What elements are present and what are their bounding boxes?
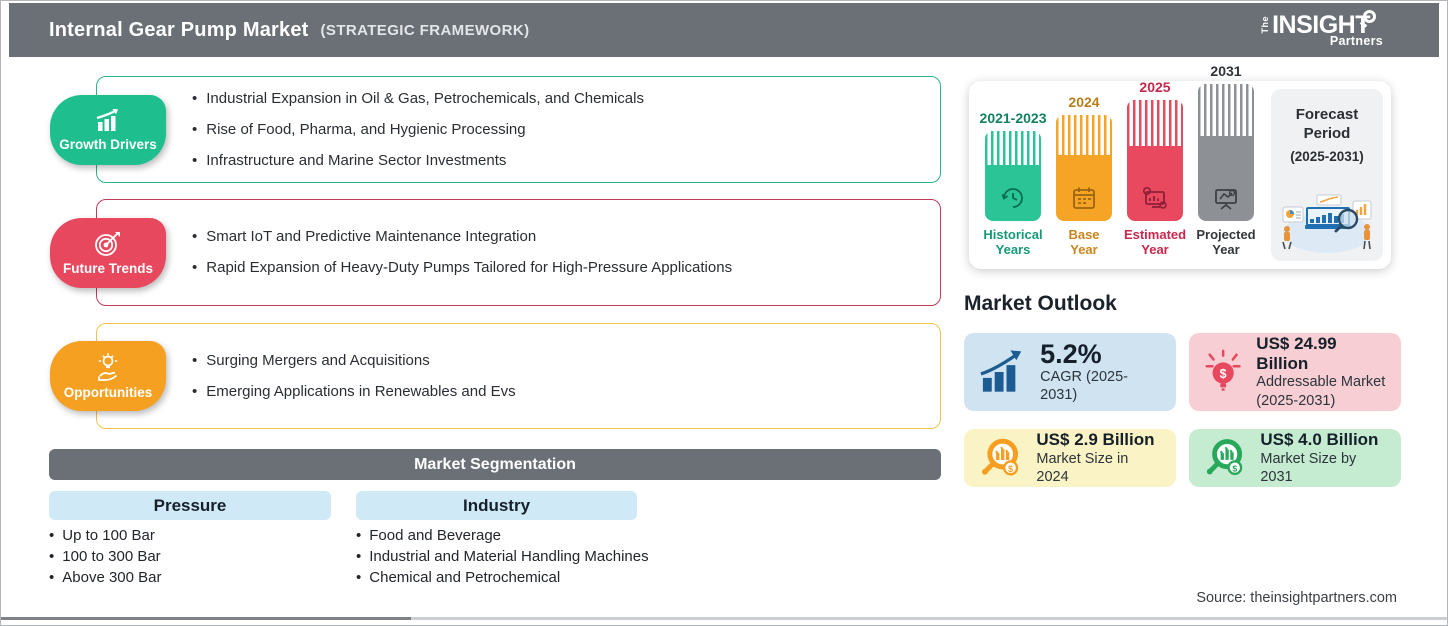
- forecast-period-panel: Forecast Period (2025-2031): [1271, 89, 1383, 261]
- industry-item: Food and Beverage: [356, 525, 686, 546]
- market-size-2024-value: US$ 2.9 Billion: [1036, 430, 1155, 450]
- opportunities-pill: Opportunities: [50, 341, 166, 411]
- opportunities-label: Opportunities: [63, 385, 153, 400]
- segment-header-industry: Industry: [356, 491, 637, 520]
- market-size-2031-card: $ US$ 4.0 Billion Market Size by 2031: [1189, 429, 1401, 487]
- svg-text:$: $: [1220, 367, 1227, 381]
- addressable-market-value: US$ 24.99 Billion: [1256, 334, 1337, 373]
- opportunity-item: Emerging Applications in Renewables and …: [192, 383, 940, 401]
- timeline-base-column: 2024 Base Year: [1056, 94, 1112, 257]
- bar-chart-growth-icon: [96, 108, 118, 131]
- history-clock-icon: [1001, 188, 1023, 208]
- logo-suffix: Partners: [1329, 33, 1383, 48]
- market-size-2024-card: $ US$ 2.9 Billion Market Size in 2024: [964, 429, 1176, 487]
- industry-item: Industrial and Material Handling Machine…: [356, 546, 686, 567]
- timeline-estimated-column: 2025 Estimated Year: [1123, 79, 1187, 257]
- pressure-item: Up to 100 Bar: [49, 525, 339, 546]
- base-year-value: 2024: [1068, 94, 1100, 110]
- future-trends-label: Future Trends: [62, 260, 153, 276]
- magnifier-icon: [1363, 9, 1376, 23]
- growth-drivers-label: Growth Drivers: [59, 136, 157, 152]
- pressure-item: 100 to 300 Bar: [49, 546, 339, 567]
- growth-drivers-pill: Growth Drivers: [50, 94, 166, 165]
- growth-driver-item: Industrial Expansion in Oil & Gas, Petro…: [192, 90, 940, 108]
- future-trend-item: Rapid Expansion of Heavy-Duty Pumps Tail…: [192, 259, 940, 277]
- opportunity-item: Surging Mergers and Acquisitions: [192, 352, 940, 370]
- forecast-line1: Forecast: [1295, 106, 1359, 123]
- gear-monitor-icon: [1142, 186, 1167, 209]
- page-title: Internal Gear Pump Market: [49, 18, 309, 41]
- market-size-2024-label: Market Size in 2024: [1036, 450, 1129, 485]
- cagr-chart-icon: [980, 350, 1022, 392]
- market-segmentation-title: Market Segmentation: [414, 455, 576, 473]
- future-trend-item: Smart IoT and Predictive Maintenance Int…: [192, 228, 940, 246]
- logo-name: INSIGHT: [1272, 10, 1370, 39]
- insight-partners-logo: The INSIGHT Partners: [1260, 9, 1397, 48]
- timeline-projected-column: 2031 Projected Year: [1196, 63, 1256, 257]
- idea-hand-icon: [98, 353, 118, 381]
- analysts-illustration: [1282, 194, 1372, 253]
- base-year-label: Base Year: [1068, 227, 1100, 257]
- bulb-dollar-icon: $: [1205, 349, 1241, 391]
- timeline-historical-column: 2021-2023 Historical Years: [980, 110, 1047, 257]
- source-attribution: Source: theinsightpartners.com: [1196, 590, 1397, 606]
- header-bar: Internal Gear Pump Market (STRATEGIC FRA…: [9, 3, 1439, 57]
- magnifier-chart-icon: $: [1206, 439, 1243, 476]
- scrollbar-thumb[interactable]: [1, 617, 411, 620]
- pressure-item: Above 300 Bar: [49, 567, 339, 588]
- base-year-bar: [1056, 115, 1112, 221]
- growth-driver-item: Infrastructure and Marine Sector Investm…: [192, 152, 940, 170]
- market-size-2031-label: Market Size by 2031: [1260, 450, 1357, 485]
- industry-list: Food and Beverage Industrial and Materia…: [356, 525, 686, 588]
- projection-screen-icon: [1215, 189, 1237, 210]
- market-size-2031-value: US$ 4.0 Billion: [1260, 430, 1379, 450]
- future-trends-pill: Future Trends: [50, 217, 166, 288]
- addressable-market-card: $ US$ 24.99 Billion Addressable Market (…: [1189, 333, 1401, 411]
- growth-drivers-box: Growth Drivers Industrial Expansion in O…: [50, 76, 941, 183]
- market-outlook-title: Market Outlook: [964, 292, 1117, 315]
- forecast-range: (2025-2031): [1290, 149, 1364, 164]
- pressure-list: Up to 100 Bar 100 to 300 Bar Above 300 B…: [49, 525, 339, 588]
- historical-years-range: 2021-2023: [979, 110, 1047, 126]
- market-segmentation-bar: Market Segmentation: [49, 449, 941, 480]
- addressable-market-label: Addressable Market: [1256, 374, 1386, 391]
- timeline-card: 2021-2023 Historical Years 2024: [969, 63, 1391, 269]
- addressable-market-range: (2025-2031): [1256, 392, 1336, 409]
- estimated-year-value: 2025: [1139, 79, 1171, 95]
- projected-year-bar: [1198, 84, 1254, 221]
- historical-years-label: Historical Years: [983, 227, 1043, 257]
- page-subtitle: (STRATEGIC FRAMEWORK): [320, 21, 530, 39]
- opportunities-box: Opportunities Surging Mergers and Acquis…: [50, 323, 941, 429]
- historical-bar: [985, 131, 1041, 221]
- estimated-year-label: Estimated Year: [1123, 227, 1187, 257]
- horizontal-scrollbar[interactable]: [1, 617, 1447, 620]
- projected-year-label: Projected Year: [1196, 227, 1256, 257]
- estimated-year-bar: [1127, 100, 1183, 221]
- logo-prefix: The: [1260, 16, 1271, 34]
- pressure-header-label: Pressure: [153, 495, 227, 515]
- industry-header-label: Industry: [462, 495, 531, 515]
- cagr-card: 5.2% CAGR (2025-2031): [964, 333, 1176, 411]
- target-icon: [95, 231, 120, 256]
- growth-driver-item: Rise of Food, Pharma, and Hygienic Proce…: [192, 121, 940, 139]
- svg-text:$: $: [1008, 464, 1013, 474]
- future-trends-box: Future Trends Smart IoT and Predictive M…: [50, 199, 941, 306]
- svg-text:$: $: [1232, 464, 1237, 474]
- calendar-icon: [1073, 187, 1095, 209]
- projected-year-value: 2031: [1210, 63, 1242, 79]
- industry-item: Chemical and Petrochemical: [356, 567, 686, 588]
- cagr-value: 5.2%: [1040, 338, 1102, 369]
- magnifier-chart-icon: $: [981, 438, 1019, 476]
- forecast-line2: Period: [1303, 125, 1351, 142]
- cagr-label: CAGR (2025-2031): [1040, 369, 1128, 404]
- segment-header-pressure: Pressure: [49, 491, 331, 520]
